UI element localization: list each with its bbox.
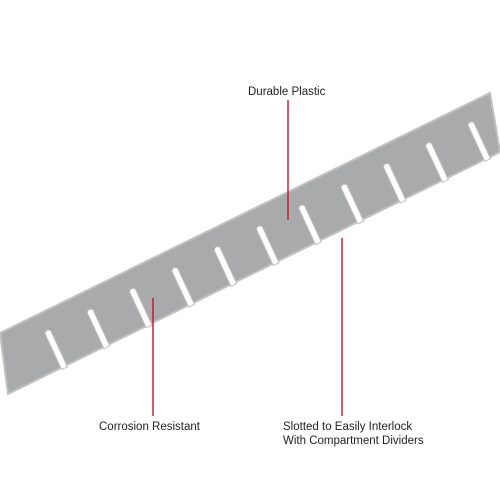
slotted-label-line-1: Slotted to Easily Interlock — [283, 421, 413, 433]
durable-plastic-label: Durable Plastic — [248, 86, 326, 98]
divider-slot — [467, 121, 492, 163]
divider-panel — [0, 91, 500, 396]
slotted-interlock-label: Slotted to Easily Interlock With Compart… — [283, 420, 424, 448]
divider-slot — [213, 246, 238, 288]
divider-slot — [44, 329, 69, 371]
divider-slot — [171, 267, 196, 308]
divider-slot — [382, 163, 407, 204]
slotted-label-line-2: With Compartment Dividers — [283, 435, 424, 447]
divider-slot — [340, 183, 365, 225]
divider-slots — [44, 121, 492, 371]
divider-body — [0, 91, 500, 396]
corrosion-resistant-label: Corrosion Resistant — [99, 421, 200, 433]
divider-slot — [298, 204, 322, 246]
divider-slot — [86, 308, 111, 350]
divider-slot — [129, 287, 153, 329]
divider-slot — [425, 142, 449, 183]
divider-slot — [255, 225, 280, 267]
